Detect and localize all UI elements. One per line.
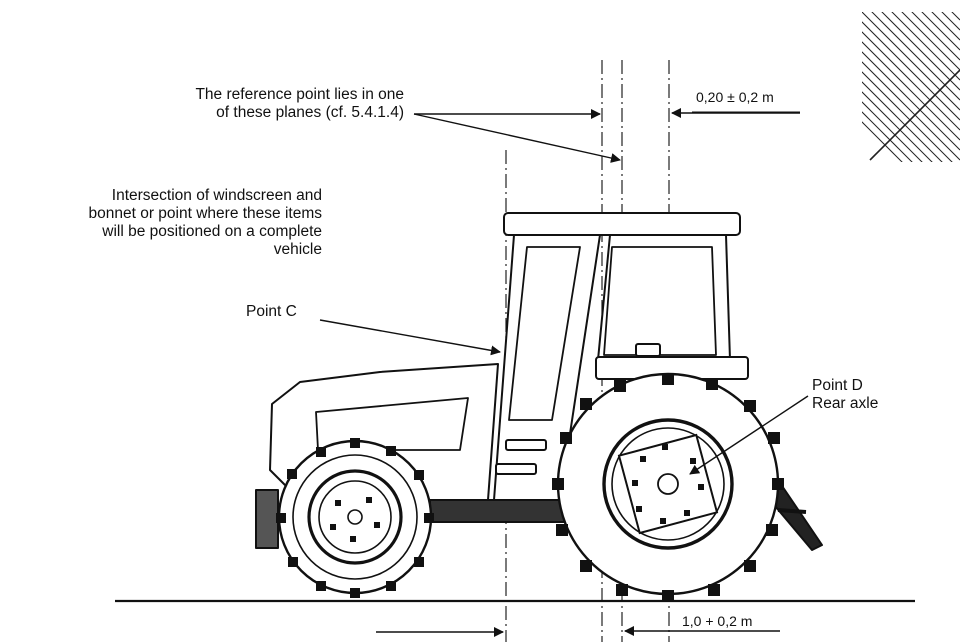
dimension-bottom-label: 1,0 + 0,2 m [682, 613, 753, 629]
wall-hatch [862, 12, 960, 162]
rear-wheel [552, 372, 784, 602]
intersection-line-1: Intersection of windscreen and [111, 187, 322, 204]
dimension-top-label: 0,20 ± 0,2 m [696, 89, 774, 105]
intersection-line-2: bonnet or point where these items [88, 205, 323, 222]
point-d-line-1: Point D [812, 377, 863, 394]
reference-point-label: The reference point lies in one of these… [118, 86, 404, 122]
intersection-label: Intersection of windscreen and bonnet or… [40, 187, 323, 259]
cab-roof [503, 212, 741, 236]
front-wheel [276, 438, 434, 598]
point-d-label: Point D Rear axle [812, 377, 878, 413]
leader-lines [319, 108, 809, 637]
point-c-label: Point C [246, 303, 297, 320]
point-d-line-2: Rear axle [812, 395, 879, 412]
intersection-line-4: vehicle [273, 241, 322, 258]
intersection-line-3: will be positioned on a complete [102, 223, 322, 240]
reference-point-line-1: The reference point lies in one [195, 86, 404, 103]
reference-point-line-2: of these planes (cf. 5.4.1.4) [216, 104, 404, 121]
